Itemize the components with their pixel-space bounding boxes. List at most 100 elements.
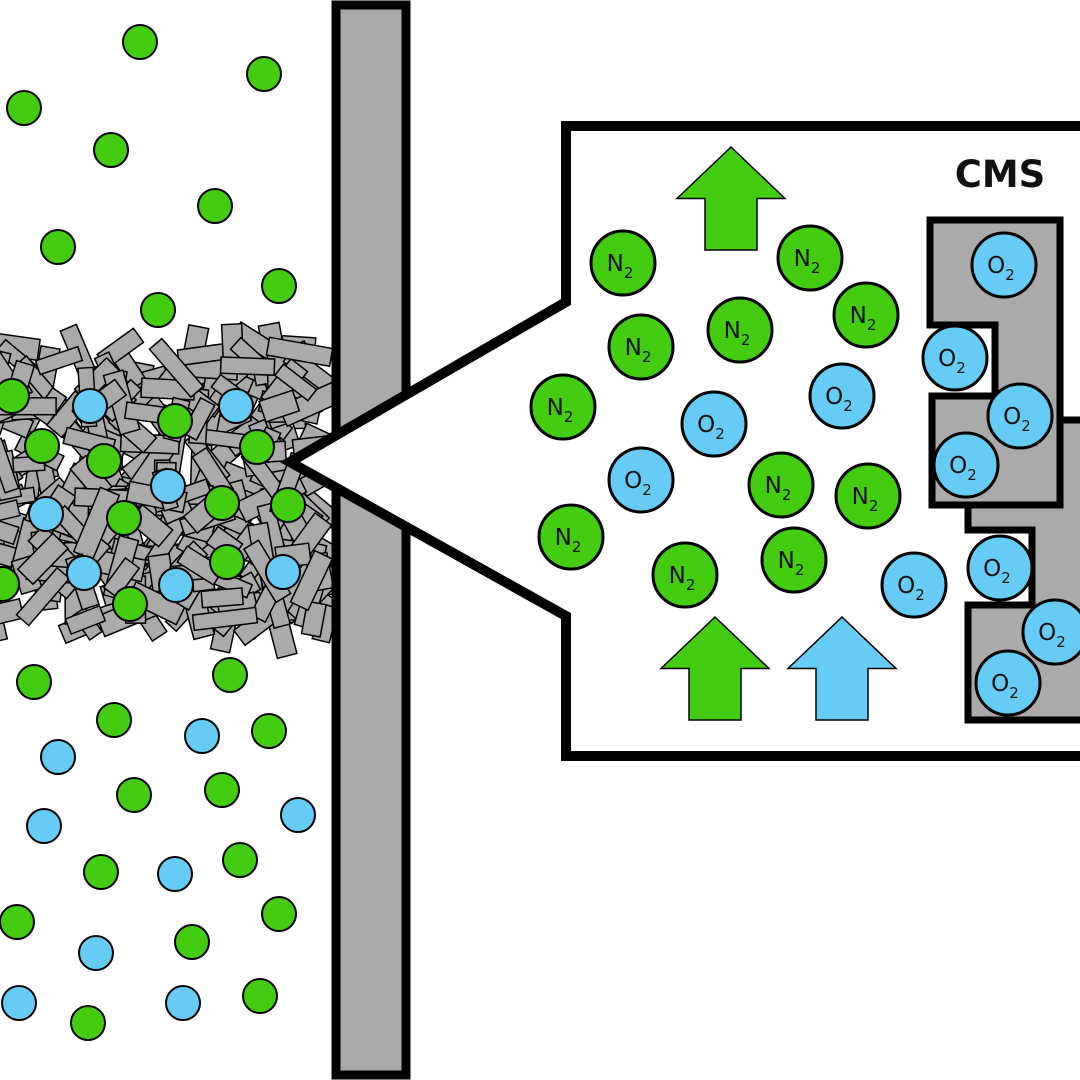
subscript-2: 2 [624,264,634,282]
n2-molecule-dot [6,90,42,126]
subscript-2: 2 [915,586,925,604]
o2-molecule-dot [157,856,193,892]
o2-molecule-dot [78,935,114,971]
n2-molecule-circle [607,313,675,381]
subscript-2: 2 [782,486,792,504]
o2-label: O2 [949,453,977,484]
subscript-2: 2 [1009,684,1019,702]
n2-molecule-circle [832,281,900,349]
n2-molecule: N2 [760,526,828,594]
cms-pellet [102,556,141,599]
n2-molecule-circle [537,503,605,571]
gas-above-bed [6,24,297,328]
subscript-2: 2 [867,316,877,334]
zoom-callout [279,121,1080,761]
cms-pellet [0,516,20,546]
gas-below-bed [0,657,316,1041]
n2-molecule: N2 [537,503,605,571]
n2-molecule-dot [209,544,245,580]
o2-molecule-dot [150,468,186,504]
o2-molecule-dot [218,388,254,424]
o2-molecule: O2 [974,649,1042,717]
n2-molecule-dot [157,403,193,439]
n2-molecule-dot [0,566,20,602]
cms-pellet [265,336,334,368]
n2-molecule-dot [24,428,60,464]
n2-molecule-circle [651,541,719,609]
o2-molecule-circle [607,446,675,514]
n2-molecule-dot [212,657,248,693]
n2-molecule-dot [251,713,287,749]
n2-molecule: N2 [651,541,719,609]
subscript-2: 2 [564,408,574,426]
o2-molecule-dot [165,985,201,1021]
o2-molecule: O2 [880,551,948,619]
o2-flow-arrow-up-bottom [786,615,898,721]
n2-molecule-dot [0,378,30,414]
n2-molecule-dot [261,268,297,304]
subscript-2: 2 [795,561,805,579]
o2-molecule: O2 [808,362,876,430]
subscript-2: 2 [956,359,966,377]
n2-molecule-dot [270,487,306,523]
cms-pellet [148,337,205,399]
cms-label: CMS [955,153,1046,196]
o2-molecule-dot [1,985,37,1021]
o2-molecule-dot [28,496,64,532]
n2-molecule-dot [246,56,282,92]
o2-molecule: O2 [680,390,748,458]
o2-molecule-circle [680,390,748,458]
subscript-2: 2 [1056,633,1066,651]
n2-molecule: N2 [832,281,900,349]
o2-molecule-circle [970,231,1038,299]
o2-molecule-dot [26,808,62,844]
n2-molecule-dot [261,896,297,932]
o2-molecule-dot [280,797,316,833]
subscript-2: 2 [741,331,751,349]
n2-molecule-dot [140,292,176,328]
o2-molecule-dot [40,739,76,775]
cms-pellet [0,437,20,494]
subscript-2: 2 [1005,266,1015,284]
o2-molecule-circle [966,534,1034,602]
subscript-2: 2 [642,348,652,366]
cms-pellet [15,566,71,627]
n2-molecule-circle [589,229,657,297]
n2-molecule-dot [16,664,52,700]
o2-molecule-dot [66,555,102,591]
n2-molecule: N2 [589,229,657,297]
o2-molecule: O2 [966,534,1034,602]
n2-flow-arrow-up-bottom [659,615,771,721]
n2-molecule-dot [83,854,119,890]
o2-molecule-circle [921,324,989,392]
cms-pellet [200,587,245,609]
cms-packed-bed [0,320,347,660]
n2-molecule: N2 [706,296,774,364]
n2-molecule: N2 [834,462,902,530]
n2-molecule-circle [834,462,902,530]
subscript-2: 2 [811,259,821,277]
cms-pellet [219,356,276,376]
n2-molecule: N2 [529,373,597,441]
o2-molecule-dot [72,388,108,424]
n2-molecule-circle [776,224,844,292]
o2-molecule-circle [932,431,1000,499]
subscript-2: 2 [642,481,652,499]
cms-pellet [16,532,70,586]
flow-arrows [659,145,898,721]
n2-molecule-dot [122,24,158,60]
n2-molecule-circle [529,373,597,441]
subscript-2: 2 [843,397,853,415]
n2-molecule-dot [96,702,132,738]
o2-molecule-dot [158,567,194,603]
cms-pellet [273,363,318,402]
n2-label: N2 [547,395,574,426]
o2-molecule-circle [974,649,1042,717]
n2-molecule: N2 [776,224,844,292]
subscript-2: 2 [1001,569,1011,587]
n2-molecule: N2 [747,451,815,519]
n2-molecule-dot [222,842,258,878]
n2-molecule-dot [197,188,233,224]
